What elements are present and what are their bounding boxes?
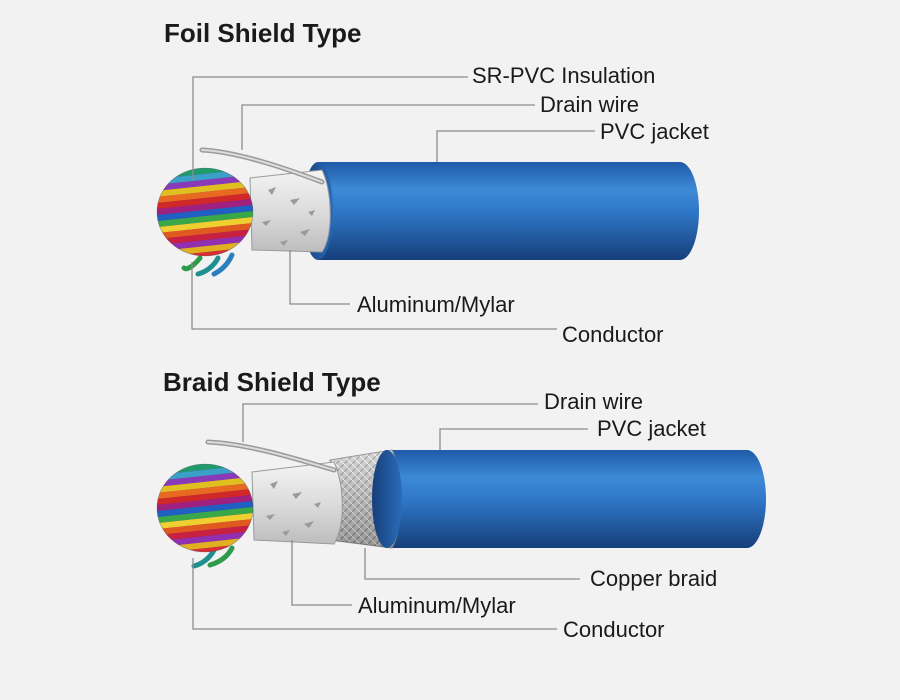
foil-label-pvc-jacket: PVC jacket (600, 119, 709, 144)
foil-leader-aluminum-mylar (289, 250, 350, 305)
braid-leader-lines (192, 403, 588, 630)
foil-leader-lines (191, 76, 595, 330)
braid-label-copper-braid: Copper braid (590, 566, 718, 591)
foil-conductor-tail-teal (195, 255, 221, 277)
foil-conductor-tail-blue (211, 252, 235, 277)
foil-label-sr-pvc-insulation: SR-PVC Insulation (472, 63, 656, 88)
braid-leader-conductor (192, 558, 557, 630)
braid-cable (156, 439, 766, 569)
braid-leader-copper-braid (364, 548, 580, 580)
braid-aluminum-mylar (251, 461, 343, 545)
braid-label-conductor: Conductor (563, 617, 665, 642)
braid-section-title: Braid Shield Type (163, 367, 381, 397)
braid-conductor-tail-teal (191, 547, 217, 569)
braid-leader-drain-wire (242, 403, 538, 442)
braid-label-drain-wire: Drain wire (544, 389, 644, 414)
braid-pvc-jacket (385, 450, 747, 548)
foil-conductor-tail-green (181, 255, 203, 272)
braid-leader-pvc-jacket (439, 428, 588, 450)
foil-pvc-jacket-end (661, 162, 699, 260)
braid-pvc-jacket-end (728, 450, 766, 548)
foil-leader-pvc-jacket (436, 130, 595, 162)
braid-label-pvc-jacket: PVC jacket (597, 416, 706, 441)
braid-label-aluminum-mylar: Aluminum/Mylar (358, 593, 516, 618)
foil-pvc-jacket (318, 162, 680, 260)
foil-label-conductor: Conductor (562, 322, 664, 347)
foil-leader-drain-wire (241, 104, 535, 150)
braid-conductor-tail-green (207, 545, 235, 568)
foil-label-aluminum-mylar: Aluminum/Mylar (357, 292, 515, 317)
foil-leader-sr-pvc (192, 76, 468, 180)
braid-pvc-jacket-cut (372, 450, 402, 548)
foil-section-title: Foil Shield Type (164, 18, 362, 48)
braid-drain-wire (205, 439, 337, 473)
foil-cable (156, 147, 699, 277)
braid-leader-aluminum-mylar (291, 540, 352, 606)
foil-leader-conductor (191, 262, 557, 330)
foil-label-drain-wire: Drain wire (540, 92, 640, 117)
